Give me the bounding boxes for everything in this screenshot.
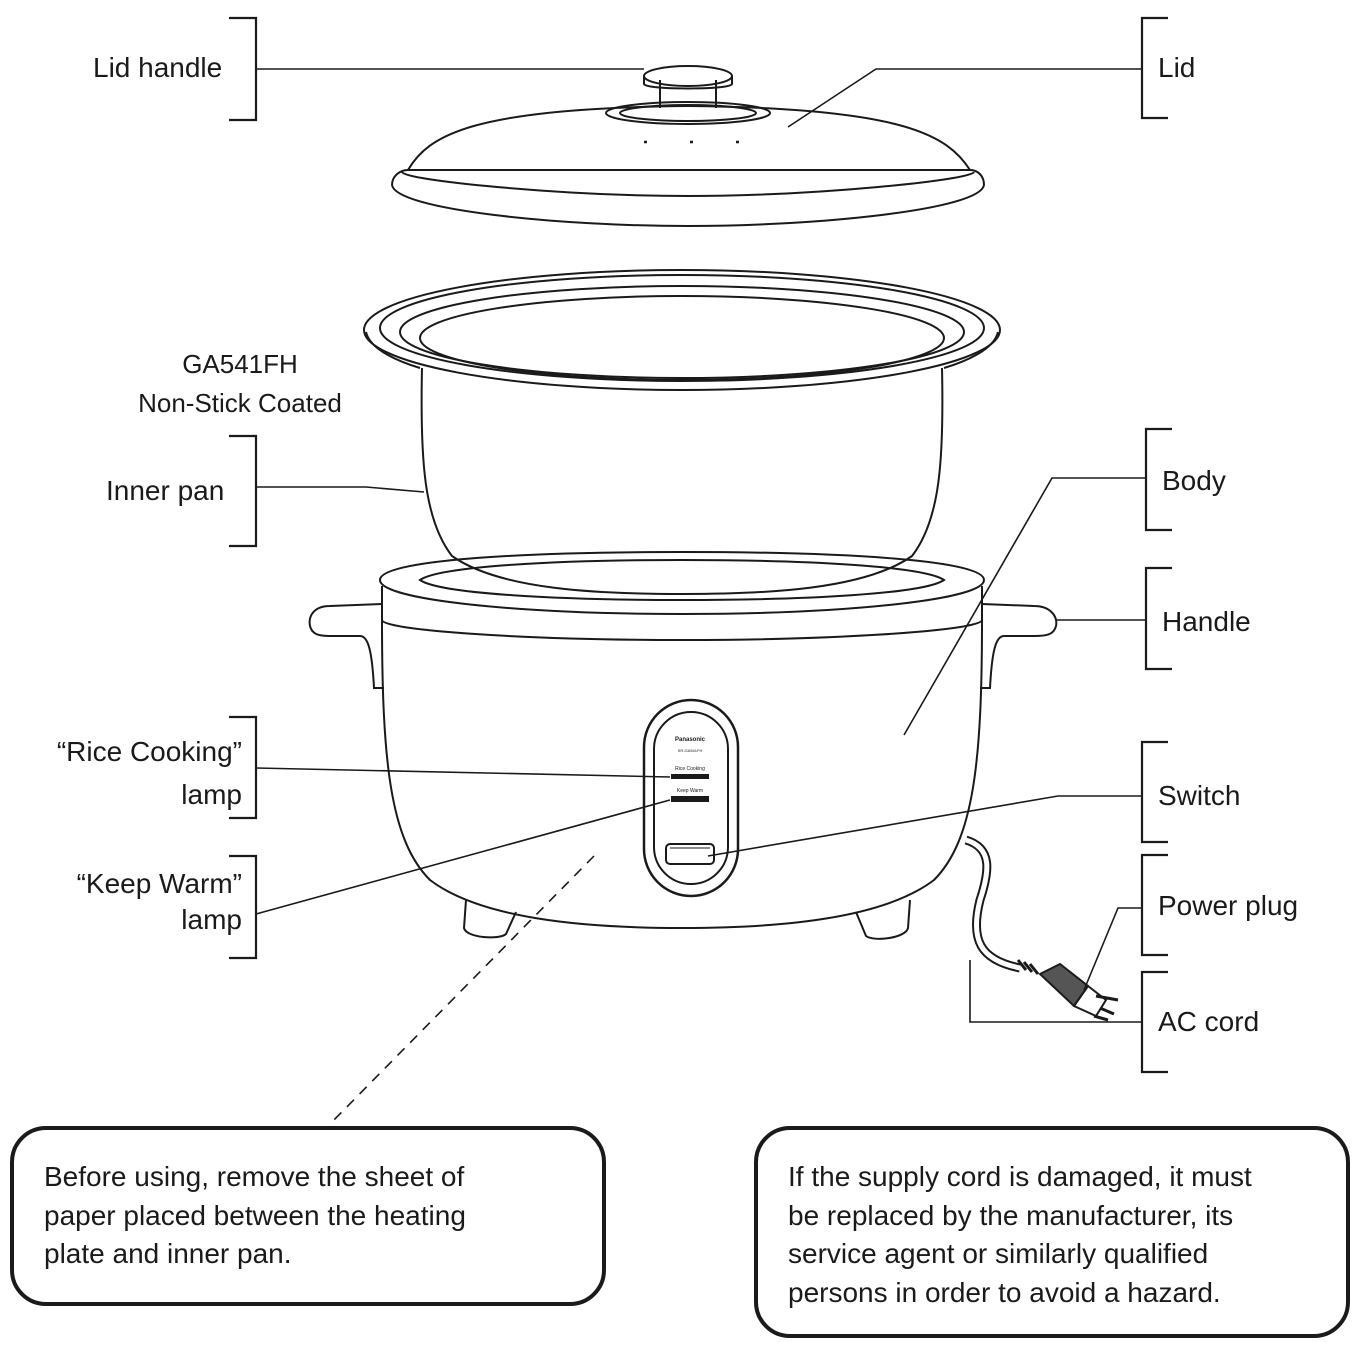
bracket-handle [1144,566,1172,671]
leader-ac-cord [969,960,1142,1023]
body-drawing [308,550,1058,940]
note-supply-cord: If the supply cord is damaged, it must b… [754,1126,1350,1338]
bracket-switch [1140,740,1168,844]
note-paper-sheet-line: plate and inner pan. [44,1238,292,1270]
panel-model: SR-GA541FH [678,748,703,753]
bracket-inner-pan [229,434,258,548]
label-power-plug: Power plug [1158,890,1299,921]
note-supply-cord-line: service agent or similarly qualified [788,1238,1209,1270]
bracket-lid-handle [229,16,258,122]
inner-pan-drawing [363,269,1001,596]
leader-keep-warm-lamp [255,799,671,915]
ac-cord-drawing [964,835,1119,1022]
label-rice-cooking-lamp: “Rice Cooking” lamp [30,730,242,817]
leader-inner-pan [256,486,425,493]
leader-rice-cooking-lamp [255,767,671,778]
note-paper-sheet-line: paper placed between the heating [44,1199,466,1231]
leader-lines [255,68,1146,1125]
bracket-rice-cooking-lamp [229,715,258,820]
leader-power-plug [1083,907,1142,991]
label-lid: Lid [1158,52,1196,83]
bracket-body [1144,427,1172,532]
panel-brand: Panasonic [675,737,706,743]
label-rice-cooking-lamp-line1: “Rice Cooking” [56,736,242,767]
note-supply-cord-line: persons in order to avoid a hazard. [788,1276,1221,1308]
label-lid-handle: Lid handle [93,52,223,83]
panel-keep-warm: Keep Warm [677,788,703,794]
model-number: GA541FH [182,349,298,379]
leader-body [903,477,1146,736]
note-paper-sheet: Before using, remove the sheet of paper … [10,1126,606,1306]
model-caption: GA541FH Non-Stick Coated [110,345,370,423]
bracket-keep-warm-lamp [229,854,258,960]
bracket-lid [1140,16,1168,120]
label-handle: Handle [1162,606,1251,637]
leader-lid [787,68,1142,128]
label-brackets [229,16,1172,1074]
label-switch: Switch [1158,780,1241,811]
note-paper-sheet-line: Before using, remove the sheet of [44,1161,465,1192]
label-keep-warm-lamp-line1: “Keep Warm” [76,868,242,899]
lid-drawing [391,65,985,228]
panel-rice-cooking: Rice Cooking [675,766,705,772]
label-body: Body [1162,465,1226,496]
note-supply-cord-line: If the supply cord is damaged, it must [788,1161,1252,1192]
label-keep-warm-lamp: “Keep Warm” lamp [30,866,242,939]
label-inner-pan: Inner pan [106,475,225,506]
bracket-power-plug [1140,853,1168,957]
model-coating: Non-Stick Coated [138,388,342,418]
label-rice-cooking-lamp-line2: lamp [181,779,242,811]
label-keep-warm-lamp-line2: lamp [181,904,242,936]
leader-switch [707,795,1142,857]
leader-paper-sheet [329,855,595,1125]
label-ac-cord: AC cord [1158,1006,1260,1037]
note-supply-cord-line: be replaced by the manufacturer, its [788,1199,1234,1231]
